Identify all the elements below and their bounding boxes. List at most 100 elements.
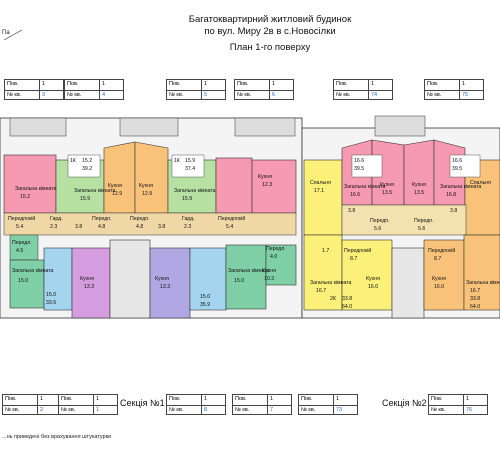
lbl-area-129b: 12.9: [142, 191, 152, 197]
lbl-living-6: Загальна кімната: [344, 184, 386, 190]
lbl-area-640b: 64.0: [470, 304, 480, 310]
room-teal-2: [225, 244, 267, 310]
axis-mark: Па: [2, 30, 10, 36]
title-line-1: Багатоквартирний житловий будинок: [188, 14, 352, 25]
lbl-area-159b: 15.9: [185, 158, 195, 164]
lbl-kitchen-7: Кухня: [380, 182, 394, 188]
lbl-area-87b: 8.7: [434, 256, 441, 262]
lbl-area-38b: 3.8: [158, 224, 165, 230]
lbl-area-159: 15.9: [80, 196, 90, 202]
lbl-area-160b: 16.0: [434, 284, 444, 290]
lbl-hall-6: Передл.: [266, 246, 286, 252]
section-1-label: Секція №1: [120, 398, 165, 408]
lbl-area-152: 15.2: [82, 158, 92, 164]
lbl-area-135b: 13.5: [414, 190, 424, 196]
apt-tag-top-1: Пов.1 № кв.3: [4, 79, 64, 100]
lbl-living-5: Загальна кімната: [228, 268, 270, 274]
lbl-area-54: 5.4: [16, 224, 23, 230]
room-pink-2: [215, 157, 253, 214]
room-yellow-3: [341, 239, 393, 311]
lbl-area-166b: 16.6: [350, 192, 360, 198]
lbl-area-338b: 33.8: [470, 296, 480, 302]
lbl-bath-1: Гард.: [50, 216, 63, 222]
axis-line: [3, 29, 23, 41]
lbl-area-336: 33.6: [46, 300, 56, 306]
lbl-area-374: 37.4: [185, 166, 195, 172]
lbl-area-56b: 5.6: [418, 226, 425, 232]
apt-tag-top-4: Пов.1 № кв.6: [234, 79, 294, 100]
lbl-area-45: 4.5: [16, 248, 23, 254]
lbl-bedroom-1: Спальня: [310, 180, 331, 186]
room-yellow-2: [303, 234, 343, 311]
lbl-area-38: 3.8: [75, 224, 82, 230]
lbl-area-87: 8.7: [350, 256, 357, 262]
area-box-1: [67, 154, 101, 178]
title-line-3: План 1-го поверху: [229, 42, 311, 53]
lbl-area-152b: 15.2: [20, 194, 30, 200]
lbl-kitchen-2: Кухня: [139, 183, 153, 189]
lbl-living-8: Загальна кімната: [310, 280, 352, 286]
lbl-area-166: 16.6: [354, 158, 364, 164]
apt-tag-bottom-4: Пов.1 № кв.7: [232, 394, 292, 415]
lbl-area-160: 16.0: [368, 284, 378, 290]
gable-2: [119, 117, 179, 137]
lbl-living-2: Загальна кімната: [174, 188, 216, 194]
lbl-area-1k-b: 1К: [174, 158, 180, 164]
lbl-hall-2: Передп.: [92, 216, 112, 222]
lbl-area-168: 16.8: [446, 192, 456, 198]
lbl-bath-2: Гард.: [182, 216, 195, 222]
lbl-hall-3: Передп.: [130, 216, 150, 222]
room-pink-1: [3, 154, 57, 214]
lbl-area-40: 4.0: [270, 254, 277, 260]
lbl-area-167: 16.7: [316, 288, 326, 294]
lbl-area-392: 39.2: [82, 166, 92, 172]
corridor-row-2: [341, 204, 467, 236]
lbl-hall-8: Передп.: [414, 218, 434, 224]
lbl-area-150: 15.0: [18, 278, 28, 284]
room-orange-3: [423, 239, 465, 311]
lbl-kitchen-9: Кухня: [366, 276, 380, 282]
room-teal-1: [9, 259, 45, 309]
room-purple-1: [71, 247, 111, 319]
lbl-living-3: Загальна кімната: [15, 186, 57, 192]
lbl-kitchen-10: Кухня: [432, 276, 446, 282]
lbl-area-38c: 3.8: [348, 208, 355, 214]
lbl-area-359: 35.9: [200, 302, 210, 308]
room-orange-4: [463, 234, 500, 311]
lbl-area-395b: 39.5: [452, 166, 462, 172]
lbl-living-9: Загальна кімната: [466, 280, 500, 286]
room-teal-hall-1: [9, 234, 39, 261]
lbl-area-150c: 15.0: [200, 294, 210, 300]
lbl-kitchen-5: Кухня: [155, 276, 169, 282]
lbl-area-103: 10.3: [264, 276, 274, 282]
lbl-area-150d: 15.0: [234, 278, 244, 284]
apt-tag-bottom-2: Пов.1 № кв.1: [58, 394, 118, 415]
gable-3: [234, 117, 296, 137]
lbl-hall-10: Передпокій: [428, 247, 455, 254]
lbl-hall-9: Передпокій: [344, 247, 371, 254]
lbl-area-395: 39.5: [354, 166, 364, 172]
lbl-area-166c: 16.6: [452, 158, 462, 164]
apt-tag-bottom-1: Пов.1 № кв.2: [2, 394, 62, 415]
lbl-area-23b: 2.3: [184, 224, 191, 230]
room-blue-2: [189, 247, 227, 311]
apt-tag-top-2: Пов.1 № кв.4: [64, 79, 124, 100]
stair-1: [109, 239, 151, 319]
room-orange-1: [103, 141, 136, 214]
apt-tag-top-3: Пов.1 № кв.5: [166, 79, 226, 100]
room-pink-3: [251, 159, 297, 214]
lbl-area-1k: 1К: [70, 158, 76, 164]
lbl-living-7: Загальна кімната: [440, 184, 482, 190]
lbl-hall-4: Передпокій: [218, 215, 245, 222]
footnote: ...нь приведені без врахування штукатурк…: [2, 434, 112, 440]
room-yellow-bed-1: [303, 159, 343, 236]
lbl-area-17: 1.7: [322, 248, 329, 254]
lbl-area-23: 2.3: [50, 224, 57, 230]
lbl-area-167b: 16.7: [470, 288, 480, 294]
area-box-2: [171, 154, 205, 178]
gable-1: [9, 117, 67, 137]
lbl-area-48b: 4.8: [136, 224, 143, 230]
room-blue-1: [43, 247, 73, 311]
lbl-hall-5: Передл.: [12, 240, 32, 246]
